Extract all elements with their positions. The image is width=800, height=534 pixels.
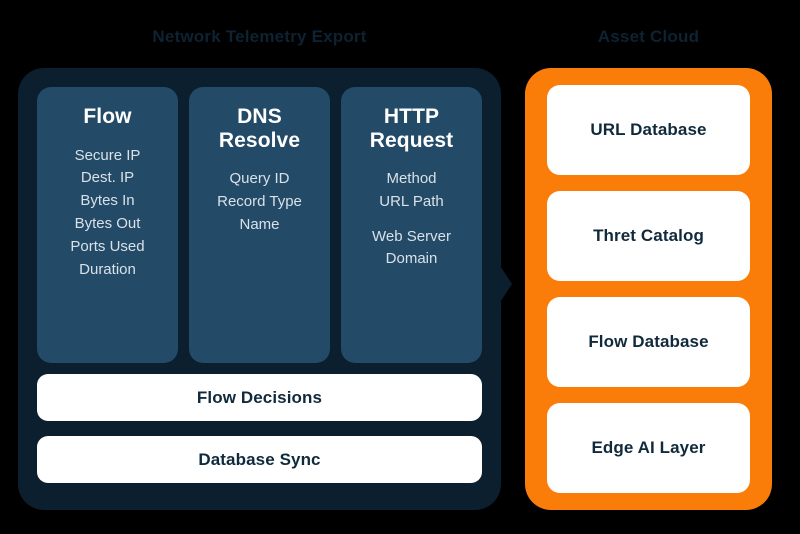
- arrow-right-icon: [495, 258, 512, 310]
- list-item: Domain: [385, 250, 438, 268]
- list-item: Bytes In: [80, 192, 135, 210]
- list-item: Name: [239, 215, 280, 233]
- list-item: Web Server: [372, 227, 451, 245]
- asset-card-url-database[interactable]: URL Database: [547, 85, 750, 175]
- network-telemetry-export-panel: Flow Secure IP Dest. IP Bytes In Bytes O…: [18, 68, 501, 510]
- telemetry-card-flow[interactable]: Flow Secure IP Dest. IP Bytes In Bytes O…: [37, 87, 178, 363]
- title-line-1: HTTP: [383, 105, 440, 128]
- list-item: Query ID: [229, 170, 290, 188]
- left-panel-title: Network Telemetry Export: [152, 27, 367, 46]
- list-item: Secure IP: [74, 146, 141, 164]
- telemetry-card-http-request-title: HTTP Request: [347, 105, 476, 152]
- asset-card-flow-database[interactable]: Flow Database: [547, 297, 750, 387]
- title-line-2: Resolve: [218, 128, 301, 152]
- asset-card-thret-catalog[interactable]: Thret Catalog: [547, 191, 750, 281]
- telemetry-card-http-request-items: Method URL Path Web Server Domain: [347, 168, 476, 271]
- database-sync-bar[interactable]: Database Sync: [37, 436, 482, 483]
- right-panel-title: Asset Cloud: [597, 27, 700, 46]
- flow-decisions-bar[interactable]: Flow Decisions: [37, 374, 482, 421]
- list-item: URL Path: [379, 192, 444, 210]
- title-line-2: Request: [369, 128, 454, 152]
- list-item: Bytes Out: [74, 214, 141, 232]
- list-item: Dest. IP: [80, 169, 135, 187]
- telemetry-card-dns-resolve-title: DNS Resolve: [195, 105, 324, 152]
- telemetry-card-flow-items: Secure IP Dest. IP Bytes In Bytes Out Po…: [43, 145, 172, 282]
- asset-cloud-panel: URL Database Thret Catalog Flow Database…: [525, 68, 772, 510]
- list-item: Duration: [79, 260, 136, 278]
- list-item: Method: [386, 170, 437, 188]
- telemetry-card-flow-title: Flow: [83, 105, 132, 128]
- list-item: Ports Used: [70, 237, 145, 255]
- telemetry-cards-row: Flow Secure IP Dest. IP Bytes In Bytes O…: [37, 87, 482, 363]
- telemetry-card-dns-resolve[interactable]: DNS Resolve Query ID Record Type Name: [189, 87, 330, 363]
- list-item: Record Type: [217, 192, 302, 210]
- title-line-1: DNS: [237, 105, 282, 128]
- telemetry-card-dns-resolve-items: Query ID Record Type Name: [195, 168, 324, 236]
- asset-card-edge-ai-layer[interactable]: Edge AI Layer: [547, 403, 750, 493]
- telemetry-card-http-request[interactable]: HTTP Request Method URL Path Web Server …: [341, 87, 482, 363]
